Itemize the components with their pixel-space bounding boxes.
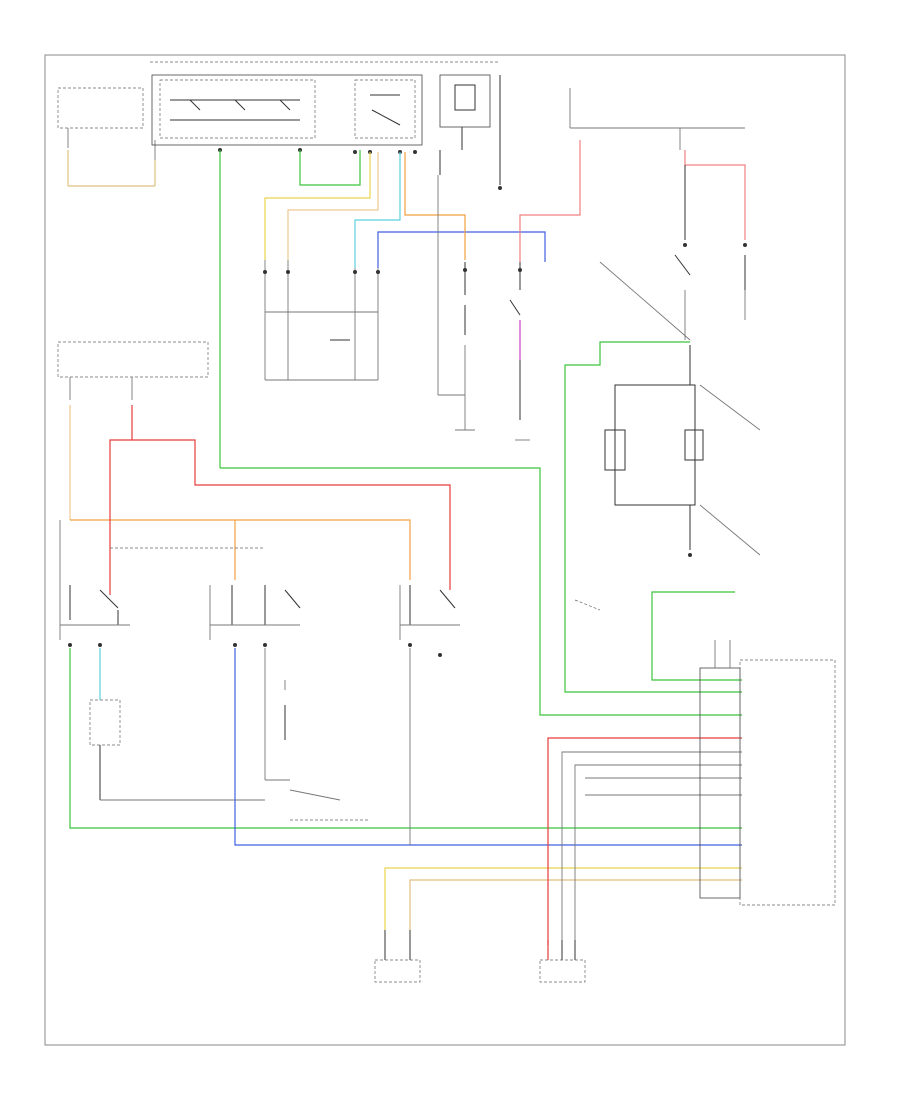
wire-yellow-bottom bbox=[384, 867, 742, 930]
wire-red-left-2 bbox=[132, 439, 451, 590]
wire-tan-bottom bbox=[409, 879, 742, 930]
wire-orange-top bbox=[404, 152, 466, 260]
stack-center-lower bbox=[264, 648, 341, 801]
diagram-frame bbox=[44, 54, 846, 1046]
wire-blue-1 bbox=[377, 231, 546, 268]
fuse-block-top-right bbox=[569, 88, 745, 150]
sensor-bottom-left bbox=[374, 930, 421, 983]
fuse-block-top-left bbox=[57, 87, 156, 187]
fuse-block-left-mid bbox=[57, 341, 209, 400]
wire-green-main-b bbox=[220, 467, 742, 716]
wire-yellow-1 bbox=[264, 152, 371, 260]
wire-tan-1 bbox=[287, 152, 379, 260]
switch-block-center bbox=[263, 260, 380, 381]
wire-blue-bottom bbox=[234, 648, 742, 846]
sensor-lower-left bbox=[89, 699, 265, 801]
wire-gray-module-2 bbox=[574, 764, 742, 945]
wire-gray-module bbox=[561, 751, 742, 940]
sensor-bottom-right bbox=[539, 940, 586, 983]
connector-mark-3 bbox=[574, 599, 601, 611]
switch-module-top bbox=[151, 74, 423, 154]
relay-center bbox=[437, 175, 530, 441]
wire-red-left bbox=[109, 405, 133, 595]
component-right-mid bbox=[604, 345, 761, 557]
wire-red-top bbox=[519, 140, 581, 262]
wire-green-top bbox=[299, 150, 361, 186]
wire-green-right bbox=[564, 341, 742, 693]
wire-orange-bus bbox=[70, 519, 411, 580]
wire-cyan-1 bbox=[354, 152, 401, 268]
ecu-connector bbox=[699, 640, 836, 906]
relay-top bbox=[439, 74, 502, 190]
relay-right-upper bbox=[599, 150, 747, 341]
wire-green-right-2 bbox=[651, 591, 742, 681]
switch-row bbox=[59, 520, 460, 657]
wire-green-bottom bbox=[69, 648, 742, 829]
wire-red-module bbox=[547, 737, 742, 945]
